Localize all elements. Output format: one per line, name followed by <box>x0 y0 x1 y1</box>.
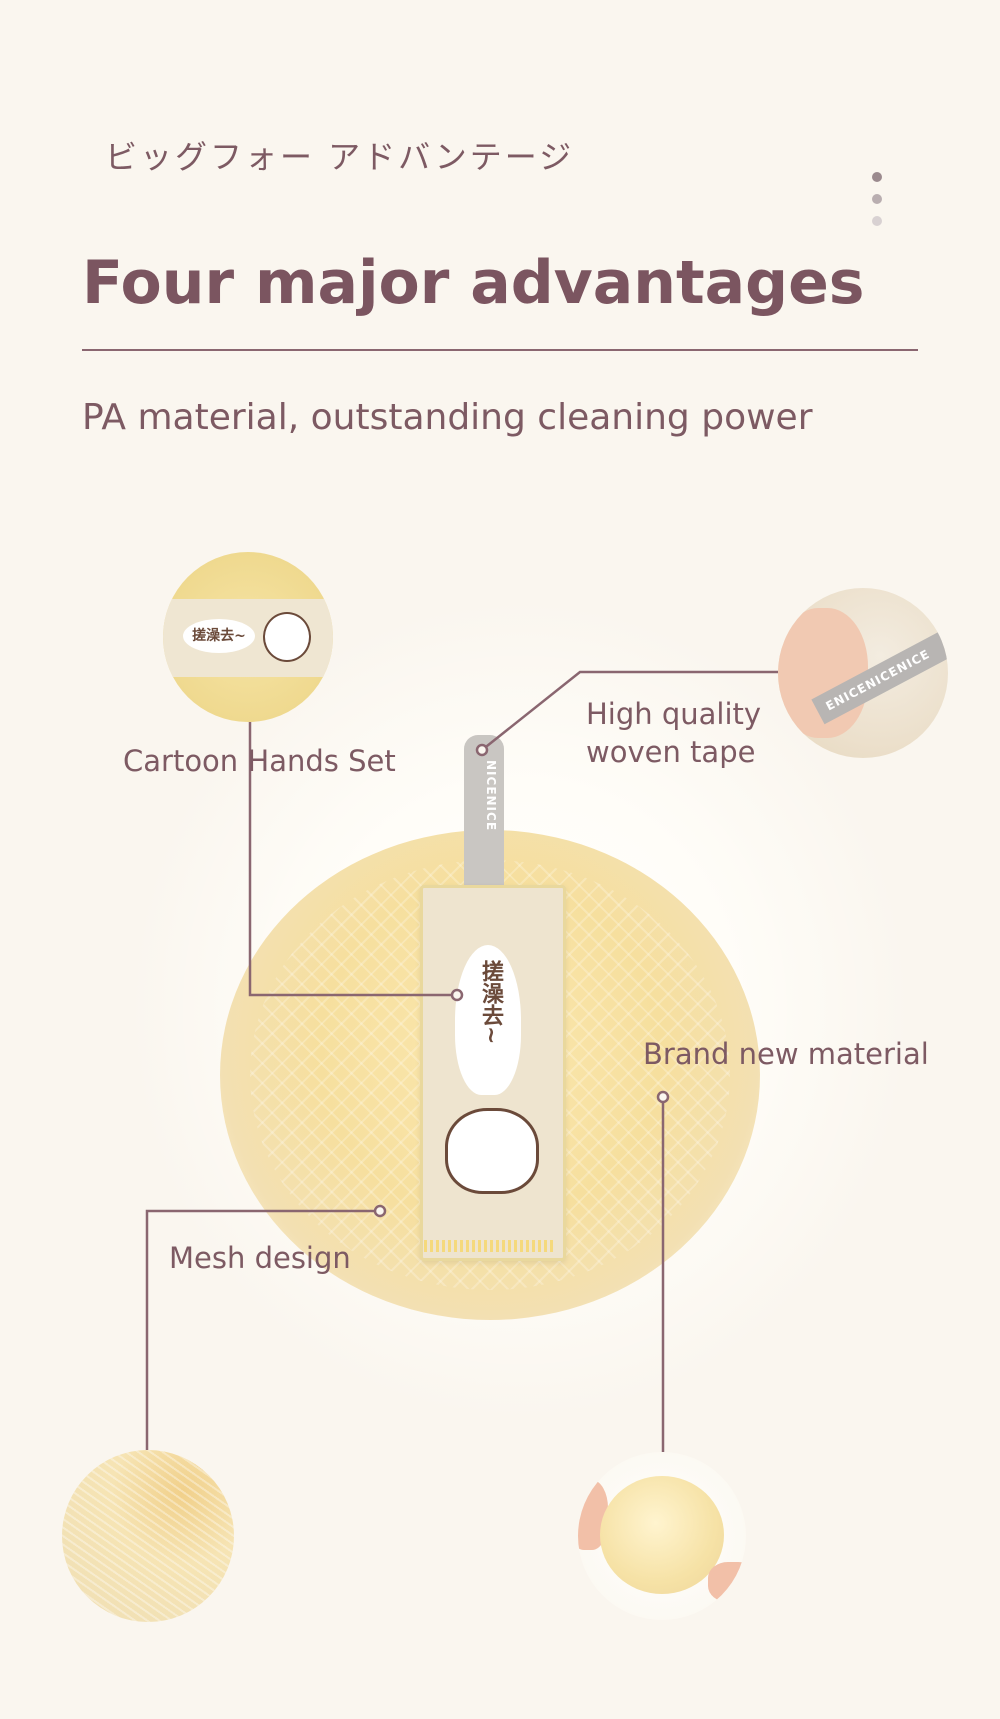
mesh-design-label: Mesh design <box>169 1241 351 1275</box>
page-title: Four major advantages <box>82 248 865 318</box>
thumbnail-puff-ball <box>600 1476 724 1594</box>
tag-bubble-text: 搓澡去~ <box>478 960 503 1045</box>
mesh-texture-thumbnail <box>62 1450 234 1622</box>
woven-tape-thumbnail: ENICENICENICE <box>778 588 948 758</box>
page-subtitle: PA material, outstanding cleaning power <box>82 397 813 438</box>
thumbnail-cat-icon <box>263 612 311 662</box>
woven-tape-label-line2: woven tape <box>586 735 756 769</box>
woven-tape-text: NICENICE <box>484 760 498 832</box>
woven-tape-loop <box>464 735 504 890</box>
tag-speech-bubble <box>455 945 521 1095</box>
material-thumbnail <box>578 1452 746 1620</box>
tag-stitching <box>424 1240 556 1252</box>
brand-new-material-label: Brand new material <box>643 1037 929 1071</box>
thumbnail-hand-right <box>708 1562 746 1602</box>
thumbnail-mesh-texture <box>62 1450 234 1622</box>
cartoon-hands-label: Cartoon Hands Set <box>123 744 396 778</box>
thumbnail-bubble-text: 搓澡去~ <box>183 619 255 653</box>
cartoon-tag-thumbnail: 搓澡去~ <box>163 552 333 722</box>
woven-tape-label-line1: High quality <box>586 697 762 731</box>
title-divider <box>82 349 918 351</box>
more-options-icon[interactable] <box>872 172 884 238</box>
japanese-subtitle: ビッグフォー アドバンテージ <box>105 138 575 176</box>
cat-mascot-icon <box>445 1108 539 1194</box>
